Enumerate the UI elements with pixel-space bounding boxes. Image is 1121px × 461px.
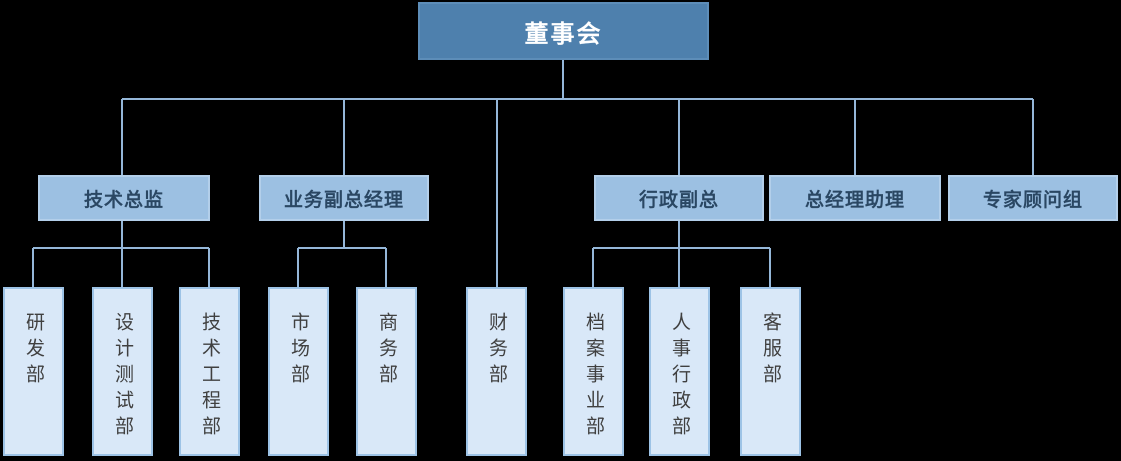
- node-expert-advisory-group-label: 专家顾问组: [982, 188, 1083, 211]
- node-expert-advisory-group[interactable]: 专家顾问组: [948, 175, 1118, 221]
- node-customer-service-dept-label: 客服部: [760, 312, 782, 390]
- node-rnd-dept-label: 研发部: [23, 312, 45, 390]
- node-hr-admin-dept-label: 人事行政部: [669, 312, 691, 442]
- node-tech-engineering-dept[interactable]: 技术工程部: [179, 287, 240, 456]
- node-finance-dept[interactable]: 财务部: [466, 287, 527, 456]
- node-tech-director-label: 技术总监: [83, 188, 164, 211]
- node-tech-director[interactable]: 技术总监: [38, 175, 210, 221]
- node-gm-assistant-label: 总经理助理: [804, 188, 905, 211]
- node-finance-dept-label: 财务部: [486, 312, 508, 390]
- node-business-deputy-gm[interactable]: 业务副总经理: [259, 175, 429, 221]
- node-tech-engineering-dept-label: 技术工程部: [199, 312, 221, 442]
- node-board[interactable]: 董事会: [418, 2, 709, 60]
- node-design-test-dept-label: 设计测试部: [112, 312, 134, 442]
- node-board-label: 董事会: [524, 19, 603, 48]
- node-archives-dept[interactable]: 档案事业部: [563, 287, 624, 456]
- node-business-deputy-gm-label: 业务副总经理: [283, 188, 404, 211]
- node-rnd-dept[interactable]: 研发部: [3, 287, 64, 456]
- node-commerce-dept-label: 商务部: [376, 312, 398, 390]
- node-design-test-dept[interactable]: 设计测试部: [92, 287, 153, 456]
- node-marketing-dept[interactable]: 市场部: [268, 287, 329, 456]
- node-commerce-dept[interactable]: 商务部: [356, 287, 417, 456]
- node-admin-deputy-label: 行政副总: [638, 188, 719, 211]
- node-marketing-dept-label: 市场部: [288, 312, 310, 390]
- node-customer-service-dept[interactable]: 客服部: [740, 287, 801, 456]
- node-admin-deputy[interactable]: 行政副总: [594, 175, 764, 221]
- node-archives-dept-label: 档案事业部: [583, 312, 605, 442]
- node-hr-admin-dept[interactable]: 人事行政部: [649, 287, 710, 456]
- node-gm-assistant[interactable]: 总经理助理: [769, 175, 941, 221]
